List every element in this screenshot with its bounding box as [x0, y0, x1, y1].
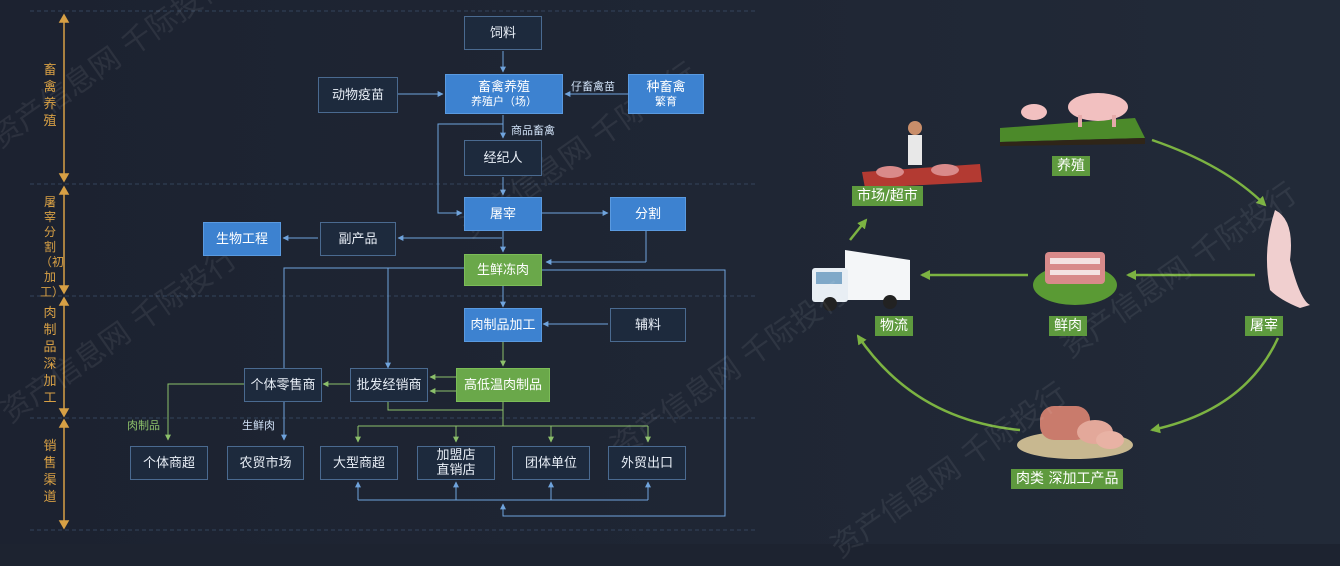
stage-label-deep-processing: 肉制品深加工	[43, 306, 57, 406]
cycle-tag-farming: 养殖	[1052, 156, 1090, 176]
meat-processing-box: 肉制品加工	[464, 308, 542, 342]
channel-supermarket-label: 大型商超	[332, 455, 385, 471]
fresh-frozen-label: 生鲜冻肉	[476, 262, 529, 278]
channel-farmers-market-box: 农贸市场	[227, 446, 304, 480]
retailer-label: 个体零售商	[250, 377, 316, 393]
stage-label-farming: 畜禽养殖	[43, 63, 57, 129]
flow-connectors	[30, 10, 1310, 531]
retailer-box: 个体零售商	[244, 368, 322, 402]
cycle-tag-market: 市场/超市	[852, 186, 923, 206]
market-illustration	[862, 121, 982, 188]
channel-group-label: 团体单位	[524, 455, 577, 471]
stage-label-sales: 销售渠道	[43, 439, 57, 505]
bioengineering-label: 生物工程	[215, 231, 268, 247]
edge-label-fresh-meat: 生鲜肉	[242, 419, 275, 432]
breeding-sub-label: 养殖户（场）	[471, 95, 537, 108]
breed-stock-sub-label: 繁育	[655, 95, 677, 108]
bioengineering-box: 生物工程	[203, 222, 281, 256]
vaccine-label: 动物疫苗	[331, 87, 384, 103]
sausage-illustration	[1017, 406, 1133, 459]
edge-label-goods: 商品畜禽	[511, 124, 555, 137]
byproduct-box: 副产品	[320, 222, 396, 256]
edge-label-meat-product: 肉制品	[127, 419, 160, 432]
feed-box: 饲料	[464, 16, 542, 50]
channel-franchise-label: 加盟店	[436, 448, 476, 463]
broker-label: 经纪人	[483, 150, 523, 166]
edge-label-piglet: 仔畜禽苗	[571, 80, 615, 93]
vaccine-box: 动物疫苗	[318, 77, 398, 113]
temp-meat-box: 高低温肉制品	[456, 368, 550, 402]
temp-meat-label: 高低温肉制品	[463, 377, 542, 393]
wholesaler-label: 批发经销商	[356, 377, 422, 393]
wholesaler-box: 批发经销商	[350, 368, 428, 402]
channel-franchise-box: 加盟店 直销店	[417, 446, 495, 480]
breed-stock-label: 种畜禽	[646, 80, 686, 95]
cycle-tag-processed: 肉类 深加工产品	[1011, 469, 1124, 489]
channel-farmers-market-label: 农贸市场	[239, 455, 292, 471]
channel-individual-box: 个体商超	[130, 446, 208, 480]
fresh-frozen-box: 生鲜冻肉	[464, 254, 542, 286]
breeding-label: 畜禽养殖	[477, 80, 530, 95]
auxiliary-label: 辅料	[634, 317, 661, 333]
channel-export-box: 外贸出口	[608, 446, 686, 480]
channel-supermarket-box: 大型商超	[320, 446, 398, 480]
byproduct-label: 副产品	[338, 231, 378, 247]
meat-processing-label: 肉制品加工	[470, 317, 536, 333]
auxiliary-box: 辅料	[610, 308, 686, 342]
fresh-meat-illustration	[1033, 252, 1117, 305]
channel-direct-store-label: 直销店	[436, 463, 476, 478]
cutting-label: 分割	[634, 206, 661, 222]
stage-label-slaughter: 屠宰分割（初加工）	[40, 195, 65, 299]
breeding-box: 畜禽养殖 养殖户（场）	[445, 74, 563, 114]
cycle-tag-fresh: 鲜肉	[1049, 316, 1087, 336]
channel-export-label: 外贸出口	[620, 455, 673, 471]
feed-label: 饲料	[489, 25, 516, 41]
breed-stock-box: 种畜禽 繁育	[628, 74, 704, 114]
slaughter-label: 屠宰	[489, 206, 516, 222]
cycle-tag-logistics: 物流	[875, 316, 913, 336]
farm-illustration	[1000, 93, 1145, 146]
truck-illustration	[812, 250, 910, 311]
carcass-illustration	[1266, 210, 1310, 308]
channel-group-box: 团体单位	[512, 446, 590, 480]
cycle-tag-slaughter: 屠宰	[1245, 316, 1283, 336]
broker-box: 经纪人	[464, 140, 542, 176]
channel-individual-label: 个体商超	[142, 455, 195, 471]
cutting-box: 分割	[610, 197, 686, 231]
slaughter-box: 屠宰	[464, 197, 542, 231]
